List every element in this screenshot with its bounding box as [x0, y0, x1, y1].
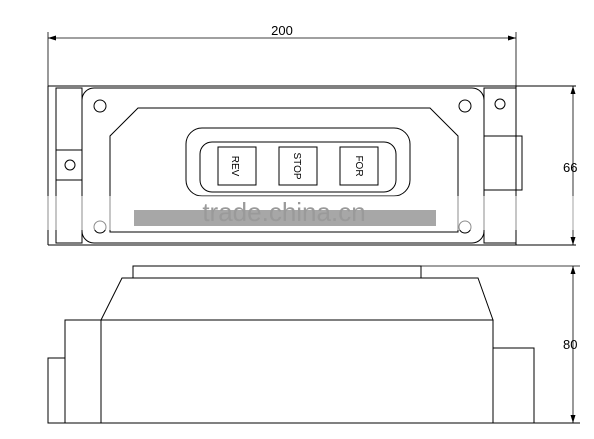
side-top-cap [132, 265, 422, 279]
watermark-text: trade.china.cn [202, 197, 365, 227]
screw-hole-tr [458, 99, 472, 113]
side-view [47, 265, 580, 424]
inner-panel [109, 107, 459, 233]
watermark: trade.china.cn [0, 196, 594, 230]
stop-button[interactable]: STOP [278, 146, 318, 186]
stop-button-label: STOP [291, 152, 302, 179]
dimension-height-side: 80 [563, 266, 577, 423]
for-button-label: FOR [353, 155, 364, 176]
side-upper-body [100, 277, 494, 321]
mount-hole-right [494, 98, 506, 110]
rev-button-label: REV [229, 156, 240, 177]
face-plate [81, 87, 485, 244]
side-main-body [100, 319, 494, 424]
dimension-height-side-label: 80 [563, 337, 577, 352]
dimension-width: 200 [47, 23, 517, 86]
rev-button[interactable]: REV [217, 146, 257, 186]
dimension-width-label: 200 [271, 23, 293, 38]
mount-hole-left [64, 159, 76, 171]
screw-hole-tl [93, 99, 107, 113]
dimension-height-top-label: 66 [563, 160, 577, 175]
for-button[interactable]: FOR [339, 146, 379, 186]
